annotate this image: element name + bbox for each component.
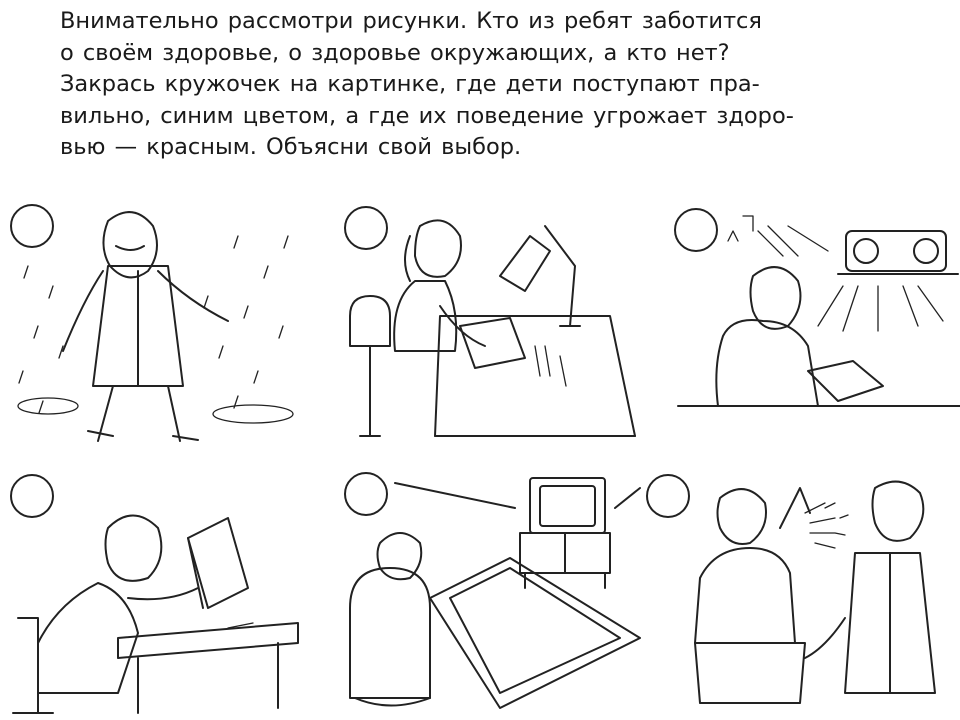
task-line: вью — красным. Объясни свой выбор. (60, 134, 522, 160)
rain-drops (18, 235, 289, 414)
picture-reading (8, 468, 308, 718)
tv-illustration (349, 477, 641, 709)
sneezing-illustration (694, 480, 936, 704)
loud-music-illustration (677, 215, 960, 407)
answer-circle-2[interactable] (344, 206, 388, 250)
answer-circle-3[interactable] (674, 208, 718, 252)
picture-loud-music (668, 196, 960, 446)
answer-circle-5[interactable] (344, 472, 388, 516)
picture-tv (340, 468, 641, 718)
task-line: Внимательно рассмотри рисунки. Кто из ре… (60, 8, 762, 34)
task-line: о своём здоровье, о здоровье окружающих,… (60, 39, 730, 66)
task-line: Закрась кружочек на картинке, где дети п… (60, 71, 760, 97)
reading-illustration (12, 514, 299, 714)
picture-rain (8, 196, 308, 446)
task-instructions: Внимательно рассмотри рисунки. Кто из ре… (60, 6, 860, 164)
rain-illustration (17, 211, 294, 442)
answer-circle-1[interactable] (10, 204, 54, 248)
desk-lamp-illustration (349, 219, 636, 437)
picture-desk-lamp (340, 196, 640, 446)
picture-sneezing (640, 468, 940, 718)
task-line: вильно, синим цветом, а где их поведение… (60, 102, 794, 129)
answer-circle-6[interactable] (646, 474, 690, 518)
answer-circle-4[interactable] (10, 474, 54, 518)
